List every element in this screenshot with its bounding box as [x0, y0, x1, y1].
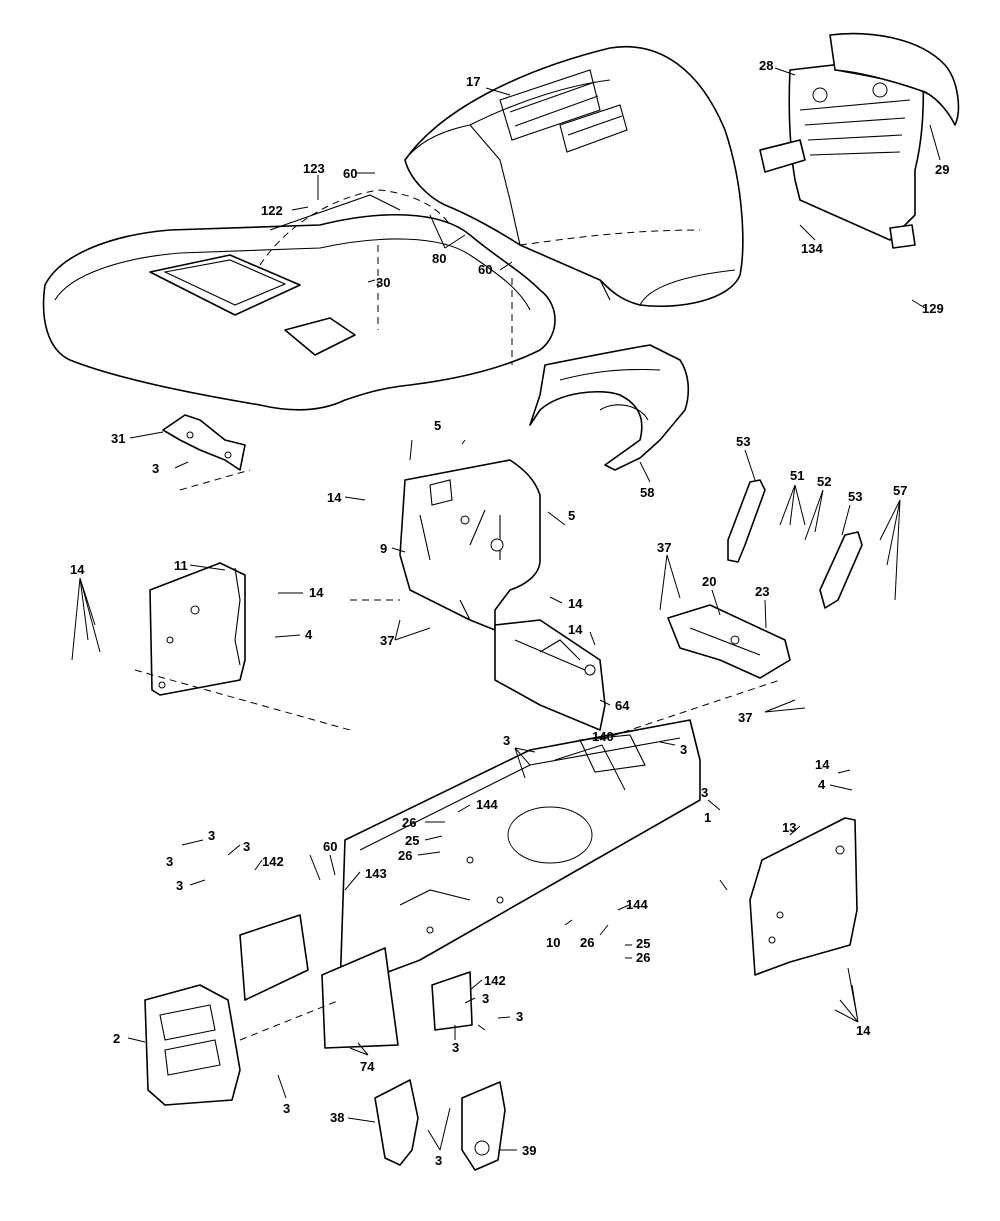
callout-60: 60: [343, 166, 357, 181]
callout-51: 51: [790, 468, 804, 483]
callout-labels: 17 28 29 123 60 122 80 60 30 134 129 31 …: [70, 58, 949, 1168]
dash-support-part: [494, 619, 606, 731]
callout-80: 80: [432, 251, 446, 266]
front-bumper-part: [829, 32, 960, 126]
callout-38: 38: [330, 1110, 344, 1125]
rear-frame-plate-part: [239, 914, 473, 1049]
callout-14: 14: [327, 490, 342, 505]
callout-140: 140: [592, 729, 614, 744]
callout-29: 29: [935, 162, 949, 177]
callout-3: 3: [283, 1101, 290, 1116]
axle-bracket-right-part: [461, 1081, 506, 1171]
callout-3: 3: [208, 828, 215, 843]
callout-26: 26: [636, 950, 650, 965]
callout-122: 122: [261, 203, 283, 218]
callout-129: 129: [922, 301, 944, 316]
callout-23: 23: [755, 584, 769, 599]
right-side-panel-part: [749, 817, 858, 976]
callout-20: 20: [702, 574, 716, 589]
callout-25: 25: [405, 833, 419, 848]
callout-144: 144: [476, 797, 498, 812]
callout-52: 52: [817, 474, 831, 489]
firewall-part: [399, 459, 541, 631]
callout-13: 13: [782, 820, 796, 835]
callout-60: 60: [478, 262, 492, 277]
callout-31: 31: [111, 431, 125, 446]
callout-4: 4: [305, 627, 313, 642]
callout-3: 3: [516, 1009, 523, 1024]
callout-14: 14: [815, 757, 830, 772]
callout-3: 3: [503, 733, 510, 748]
fender-part: [42, 189, 556, 411]
callout-3: 3: [680, 742, 687, 757]
callout-60: 60: [323, 839, 337, 854]
callout-14: 14: [568, 596, 583, 611]
lift-link-part: [727, 479, 863, 609]
callout-14: 14: [309, 585, 324, 600]
drawbar-part: [144, 984, 241, 1106]
left-side-panel-part: [149, 562, 246, 696]
seat-bracket-part: [162, 414, 246, 471]
callout-3: 3: [435, 1153, 442, 1168]
callout-3: 3: [701, 785, 708, 800]
callout-3: 3: [176, 878, 183, 893]
callout-3: 3: [152, 461, 159, 476]
callout-2: 2: [113, 1031, 120, 1046]
callout-142: 142: [484, 973, 506, 988]
callout-53: 53: [848, 489, 862, 504]
callout-142: 142: [262, 854, 284, 869]
callout-17: 17: [466, 74, 480, 89]
callout-28: 28: [759, 58, 773, 73]
callout-74: 74: [360, 1059, 375, 1074]
alignment-lines: [134, 469, 781, 1041]
callout-26: 26: [398, 848, 412, 863]
callout-53: 53: [736, 434, 750, 449]
hood-part: [404, 46, 744, 308]
callout-3: 3: [243, 839, 250, 854]
callout-5: 5: [434, 418, 441, 433]
callout-1: 1: [704, 810, 711, 825]
callout-123: 123: [303, 161, 325, 176]
callout-37: 37: [380, 633, 394, 648]
leader-lines: [71, 67, 941, 1151]
axle-bracket-left-part: [374, 1079, 419, 1166]
callout-14: 14: [70, 562, 85, 577]
callout-3: 3: [166, 854, 173, 869]
callout-5: 5: [568, 508, 575, 523]
callout-37: 37: [738, 710, 752, 725]
callout-144: 144: [626, 897, 648, 912]
callout-3: 3: [482, 991, 489, 1006]
callout-4: 4: [818, 777, 826, 792]
callout-30: 30: [376, 275, 390, 290]
callout-58: 58: [640, 485, 654, 500]
mower-deck-shield-part: [529, 344, 690, 471]
callout-64: 64: [615, 698, 630, 713]
callout-39: 39: [522, 1143, 536, 1158]
callout-143: 143: [365, 866, 387, 881]
callout-10: 10: [546, 935, 560, 950]
callout-134: 134: [801, 241, 823, 256]
lift-bracket-part: [667, 604, 791, 679]
callout-14: 14: [568, 622, 583, 637]
callout-26: 26: [402, 815, 416, 830]
callout-11: 11: [174, 558, 188, 573]
callout-37: 37: [657, 540, 671, 555]
callout-57: 57: [893, 483, 907, 498]
callout-3: 3: [452, 1040, 459, 1055]
callout-14: 14: [856, 1023, 871, 1038]
callout-25: 25: [636, 936, 650, 951]
callout-26: 26: [580, 935, 594, 950]
callout-9: 9: [380, 541, 387, 556]
